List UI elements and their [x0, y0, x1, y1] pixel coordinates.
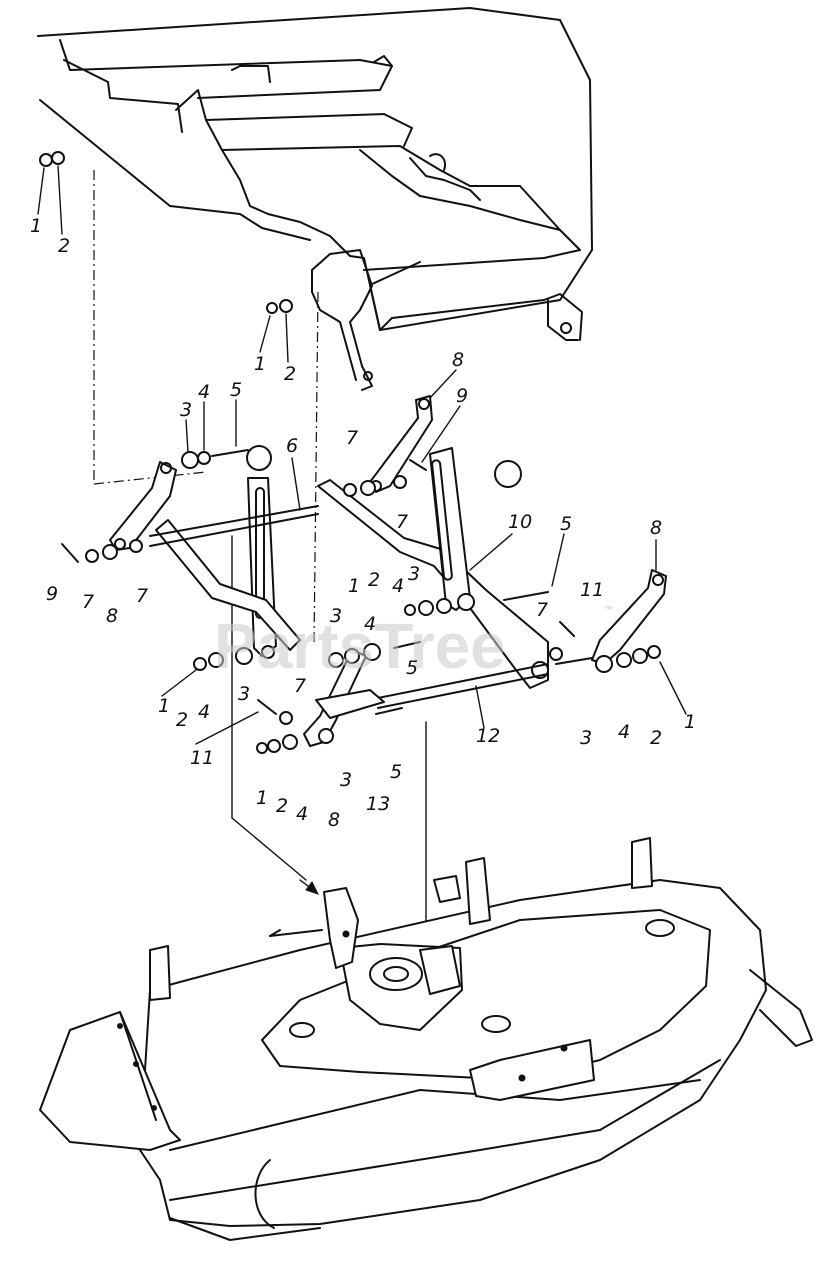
- callout-right-nut: 1: [684, 711, 696, 733]
- callout-pin-lower-left: 11: [190, 747, 214, 769]
- callout-right-washer-b: 2: [650, 727, 662, 749]
- callout-left-mid-nut: 1: [158, 695, 170, 717]
- watermark-trademark: ™: [604, 604, 613, 614]
- watermark-text: PartsTree: [214, 610, 506, 682]
- tractor-frame: [37, 7, 593, 391]
- callout-lower-washer: 2: [276, 795, 288, 817]
- callout-bracket-top-right: 8: [452, 349, 464, 371]
- callout-left-mid-spacer: 3: [238, 683, 250, 705]
- lift-linkage: [39, 151, 667, 754]
- callout-pin-top-right: 9: [456, 385, 468, 407]
- callout-frame-left-nut: 1: [30, 215, 42, 237]
- callout-pin-right: 11: [580, 579, 604, 601]
- callout-bracket-left: 8: [106, 605, 118, 627]
- assembly-arrows: [299, 879, 319, 895]
- hardware-washers: [39, 151, 661, 754]
- callout-clip-right: 7: [536, 599, 548, 621]
- callout-center-spacer: 3: [408, 563, 420, 585]
- mower-deck: [39, 837, 813, 1241]
- callout-center-washer-b: 4: [392, 575, 404, 597]
- callout-center-washer: 2: [368, 569, 380, 591]
- callout-clip-center-top: 7: [346, 427, 358, 449]
- callout-center-spacer-b: 3: [330, 605, 342, 627]
- callout-left-mid-washer-b: 4: [198, 701, 210, 723]
- callout-labels: 1 2 1 2 3 4 5 6 8 9 7 7 9 7 8 7 10 5 8 1…: [30, 215, 696, 831]
- callout-lower-spacer: 3: [340, 769, 352, 791]
- callout-clip-center-lower: 7: [396, 511, 408, 533]
- callout-rod-front: 6: [286, 435, 298, 457]
- callout-frame-mid-nut: 1: [254, 353, 266, 375]
- callout-lever-assembly: 10: [508, 511, 532, 533]
- callout-lower-bolt: 5: [390, 761, 402, 783]
- callout-frame-left-washer: 2: [58, 235, 70, 257]
- callout-frame-mid-washer: 2: [284, 363, 296, 385]
- callout-clip-left: 7: [82, 591, 94, 613]
- callout-lower-nut: 1: [256, 787, 268, 809]
- callout-rod-rear: 12: [476, 725, 500, 747]
- leader-lines: [37, 165, 687, 745]
- callout-bolt-right-upper: 5: [560, 513, 572, 535]
- callout-bracket-right: 8: [650, 517, 662, 539]
- callout-lower-washer-b: 4: [296, 803, 308, 825]
- callout-right-washer: 4: [618, 721, 630, 743]
- callout-bracket-lower: 8: [328, 809, 340, 831]
- callout-pin-left: 9: [46, 583, 58, 605]
- callout-right-spacer: 3: [580, 727, 592, 749]
- callout-center-washer-c: 4: [364, 613, 376, 635]
- callout-left-top-bolt: 5: [230, 379, 242, 401]
- callout-left-mid-washer: 2: [176, 709, 188, 731]
- callout-clip-lower-center: 7: [294, 675, 306, 697]
- callout-clip-left-inner: 7: [136, 585, 148, 607]
- callout-shaft-lower: 13: [366, 793, 390, 815]
- callout-left-top-washer: 4: [198, 381, 210, 403]
- callout-center-bolt: 5: [406, 657, 418, 679]
- callout-left-top-spacer: 3: [180, 399, 192, 421]
- callout-center-nut: 1: [348, 575, 360, 597]
